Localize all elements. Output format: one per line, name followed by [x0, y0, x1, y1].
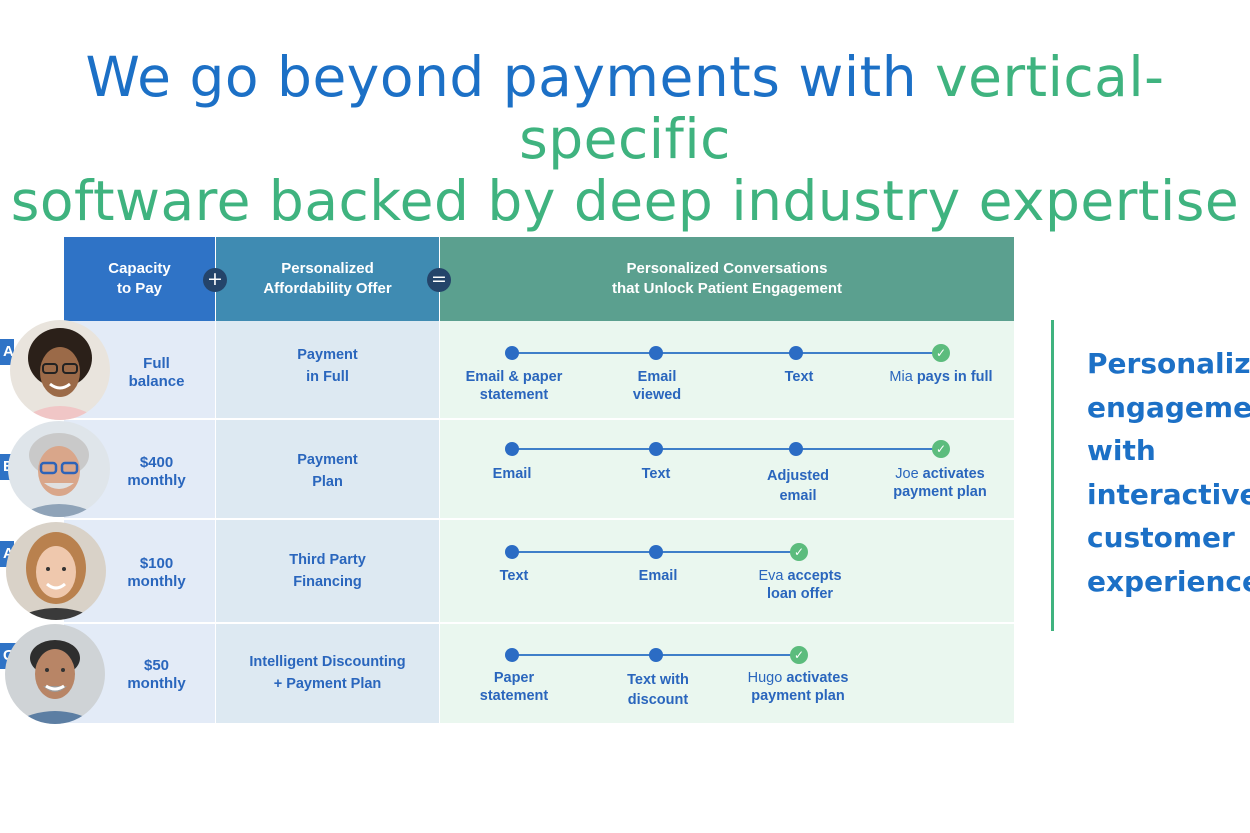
table-row: $400 monthly Payment Plan ✓ Email Text A…: [64, 420, 1014, 518]
timeline-step-label: Email viewed: [632, 369, 682, 403]
headline-line-2: software backed by deep industry experti…: [10, 169, 1240, 233]
timeline-dot: [505, 545, 519, 559]
offer-column: [216, 321, 439, 723]
timeline-step-label: Text: [641, 466, 671, 482]
capacity-value: $50 monthly: [127, 657, 186, 692]
row-divider: [64, 518, 1014, 520]
avatar: [10, 320, 110, 420]
headline: We go beyond payments with vertical-spec…: [0, 46, 1250, 232]
checkmark-icon: ✓: [790, 543, 808, 561]
sidebar-line: interactive: [1087, 477, 1250, 511]
sidebar-line: engagement: [1087, 390, 1250, 424]
row-divider: [64, 418, 1014, 420]
column-divider: [215, 321, 216, 723]
timeline-step-label: Text: [784, 369, 814, 385]
timeline-step-label: Adjusted email: [766, 468, 830, 504]
sidebar-line: customer: [1087, 521, 1235, 554]
timeline-outcome-label: Eva accepts loan offer: [758, 568, 842, 602]
timeline-step-label: Paper statement: [479, 670, 549, 704]
plus-icon: +: [203, 268, 227, 292]
timeline-step-label: Email: [638, 568, 678, 584]
checkmark-icon: ✓: [932, 344, 950, 362]
timeline-dot: [649, 442, 663, 456]
timeline-dot: [649, 346, 663, 360]
sidebar-line: with: [1087, 434, 1156, 467]
headline-line-1: We go beyond payments with vertical-spec…: [0, 46, 1250, 170]
avatar: [5, 624, 105, 724]
headline-blue-text: We go beyond payments with: [85, 45, 936, 109]
column-divider: [439, 321, 440, 723]
offer-value: Payment Plan: [297, 452, 358, 490]
header-affordability-offer: Personalized Affordability Offer: [216, 237, 439, 321]
capacity-value: $400 monthly: [127, 454, 186, 489]
timeline-step-label: Text with discount: [627, 672, 689, 708]
sidebar-accent-rule: [1051, 320, 1054, 631]
offer-value: Payment in Full: [297, 347, 358, 385]
avatar: [6, 522, 106, 620]
timeline-line: [512, 352, 942, 354]
sidebar-line: Personalized: [1087, 347, 1250, 380]
offer-value: Third Party Financing: [289, 552, 366, 590]
header-capacity-to-pay: Capacity to Pay: [64, 237, 215, 321]
timeline-outcome-label: Mia pays in full: [889, 369, 993, 385]
conversation-column: [440, 321, 1014, 723]
timeline-dot: [649, 648, 663, 662]
timeline-dot: [505, 648, 519, 662]
timeline-outcome-label: Joe activates payment plan: [893, 466, 987, 500]
timeline-dot: [649, 545, 663, 559]
timeline-outcome-label: Hugo activates payment plan: [747, 670, 849, 704]
capacity-value: $100 monthly: [127, 555, 186, 590]
table-row: $100 monthly Third Party Financing ✓ Tex…: [64, 520, 1014, 622]
timeline-step-label: Email & paper statement: [465, 369, 563, 403]
avatar: [8, 421, 110, 517]
capacity-value: Full balance: [128, 355, 185, 390]
checkmark-icon: ✓: [932, 440, 950, 458]
sidebar-tagline: Personalized engagement with interactive…: [1087, 342, 1250, 603]
timeline-dot: [505, 442, 519, 456]
headline-green-text: vertical-specific: [519, 45, 1165, 171]
offer-value: Intelligent Discounting + Payment Plan: [249, 654, 406, 692]
timeline-dot: [789, 442, 803, 456]
timeline-step-label: Text: [499, 568, 529, 584]
timeline-step-label: Email: [492, 466, 532, 482]
equals-icon: =: [427, 268, 451, 292]
engagement-table: Capacity to Pay Personalized Affordabili…: [64, 237, 1014, 723]
table-row: Full balance Payment in Full ✓ Email & p…: [64, 321, 1014, 419]
table-row: $50 monthly Intelligent Discounting + Pa…: [64, 624, 1014, 723]
checkmark-icon: ✓: [790, 646, 808, 664]
sidebar-line: experiences: [1087, 564, 1250, 598]
row-divider: [64, 622, 1014, 624]
timeline-dot: [505, 346, 519, 360]
timeline-line: [512, 448, 942, 450]
timeline-dot: [789, 346, 803, 360]
header-personalized-conversations: Personalized Conversations that Unlock P…: [440, 237, 1014, 321]
